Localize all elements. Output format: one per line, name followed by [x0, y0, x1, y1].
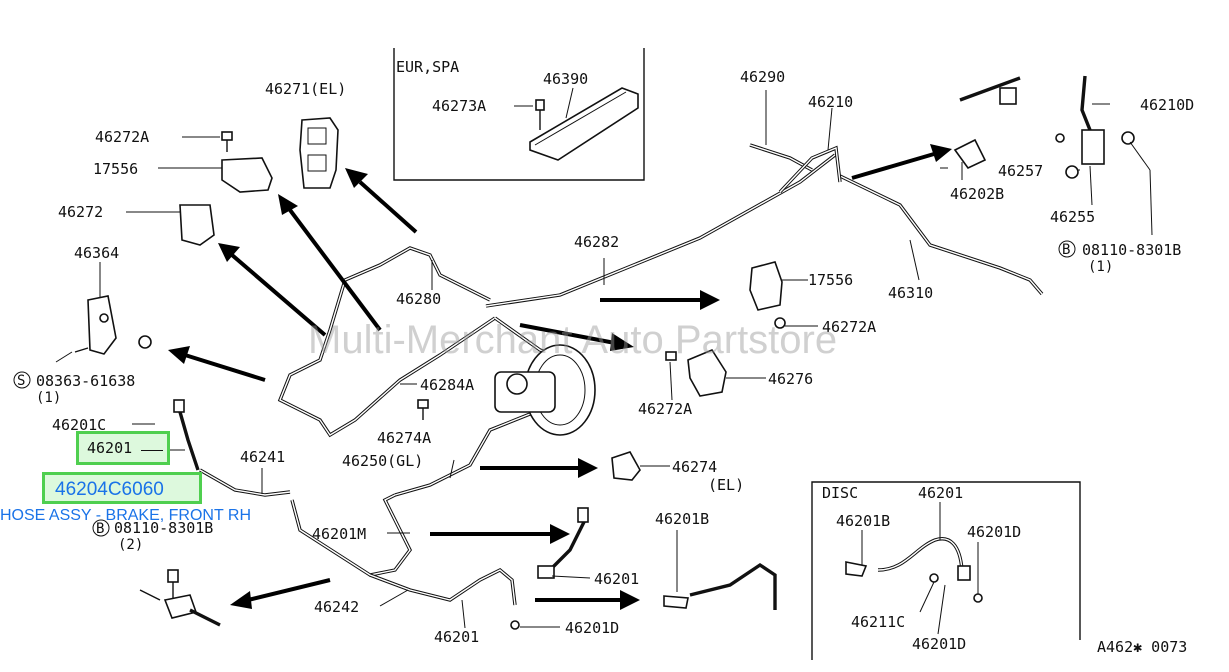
part-number-button[interactable]: 46204C6060	[42, 472, 202, 504]
callout-46310[interactable]: 46310	[888, 284, 933, 302]
callout-46201-disc[interactable]: 46201	[918, 484, 963, 502]
callout-46364[interactable]: 46364	[74, 244, 119, 262]
callout-46201B-mid[interactable]: 46201B	[655, 510, 709, 528]
brake-master-cylinder	[494, 344, 596, 436]
callout-46276[interactable]: 46276	[768, 370, 813, 388]
clip-46272[interactable]	[179, 204, 215, 246]
callout-46271[interactable]: 46271(EL)	[265, 80, 346, 98]
inset-disc: DISC 46201 46201B 46201D 46211C 46201D	[811, 481, 1081, 660]
callout-08110-right-qty: (1)	[1088, 259, 1113, 275]
callout-46201D-bottom[interactable]: 46201D	[565, 619, 619, 637]
callout-17556-right[interactable]: 17556	[808, 271, 853, 289]
callout-46272A-top[interactable]: 46272A	[95, 128, 149, 146]
parts	[74, 75, 1135, 630]
inset-eur-spa: EUR,SPA 46390 46273A	[393, 48, 645, 181]
callout-46241[interactable]: 46241	[240, 448, 285, 466]
bolt-46272A-top[interactable]	[221, 131, 233, 141]
callout-46272A-mid[interactable]: 46272A	[638, 400, 692, 418]
leader-lines	[55, 90, 1153, 629]
callout-46282[interactable]: 46282	[574, 233, 619, 251]
callout-46284A[interactable]: 46284A	[420, 376, 474, 394]
direction-arrows	[168, 144, 952, 610]
callout-46201D-disc-bottom[interactable]: 46201D	[912, 635, 966, 653]
callout-46210D[interactable]: 46210D	[1140, 96, 1194, 114]
diagram-code: A462✱ 0073	[1097, 638, 1187, 656]
callout-46250[interactable]: 46250(GL)	[342, 452, 423, 470]
callout-46274[interactable]: 46274	[672, 458, 717, 476]
callout-46255[interactable]: 46255	[1050, 208, 1095, 226]
callout-46201-bottom[interactable]: 46201	[434, 628, 479, 646]
bracket-17556-right[interactable]	[749, 261, 783, 311]
fitting-disc[interactable]	[957, 565, 971, 581]
callout-labels: 46271(EL) 46272A 17556 46272 46364 S 083…	[13, 68, 1194, 656]
inset-eur-title: EUR,SPA	[396, 58, 459, 76]
callout-08363-qty: (1)	[36, 390, 61, 406]
bracket-46364[interactable]	[87, 295, 117, 355]
callout-46272[interactable]: 46272	[58, 203, 103, 221]
bracket-46276[interactable]	[687, 349, 727, 397]
selected-part-callout[interactable]: 46201	[76, 431, 170, 465]
callout-46201B-disc[interactable]: 46201B	[836, 512, 890, 530]
callout-46202B[interactable]: 46202B	[950, 185, 1004, 203]
callout-46272A-right[interactable]: 46272A	[822, 318, 876, 336]
bracket-17556-left[interactable]	[221, 157, 273, 193]
callout-46210[interactable]: 46210	[808, 93, 853, 111]
callout-08110-left[interactable]: 08110-8301B	[114, 519, 213, 537]
bolt-46273A[interactable]	[535, 99, 545, 111]
callout-46280[interactable]: 46280	[396, 290, 441, 308]
callout-46201D-disc-top[interactable]: 46201D	[967, 523, 1021, 541]
callout-46242[interactable]: 46242	[314, 598, 359, 616]
callout-17556-left[interactable]: 17556	[93, 160, 138, 178]
svg-text:S: S	[17, 373, 25, 389]
callout-46274-el: (EL)	[708, 476, 744, 494]
callout-46211C-disc[interactable]: 46211C	[851, 613, 905, 631]
part-number-label: 46204C6060	[55, 479, 164, 500]
selected-part-label: 46201	[87, 439, 133, 457]
callout-08110-right[interactable]: 08110-8301B	[1082, 241, 1181, 259]
callout-46273A[interactable]: 46273A	[432, 97, 486, 115]
inset-disc-title: DISC	[822, 484, 858, 502]
clip-46201B-disc[interactable]	[845, 561, 868, 577]
callout-08363[interactable]: 08363-61638	[36, 372, 135, 390]
svg-text:B: B	[96, 521, 104, 537]
callout-46201-mid[interactable]: 46201	[594, 570, 639, 588]
part-description[interactable]: HOSE ASSY - BRAKE, FRONT RH	[0, 507, 252, 524]
grommet-46274[interactable]	[611, 451, 641, 481]
callout-46201C[interactable]: 46201C	[52, 416, 106, 434]
callout-46390[interactable]: 46390	[543, 70, 588, 88]
callout-46290[interactable]: 46290	[740, 68, 785, 86]
callout-46274A[interactable]: 46274A	[377, 429, 431, 447]
brake-lines	[199, 143, 1044, 606]
bracket-46390[interactable]	[529, 87, 639, 161]
callout-08110-left-qty: (2)	[118, 537, 143, 553]
callout-46201M[interactable]: 46201M	[312, 525, 366, 543]
svg-text:B: B	[1062, 242, 1070, 258]
callout-46257[interactable]: 46257	[998, 162, 1043, 180]
